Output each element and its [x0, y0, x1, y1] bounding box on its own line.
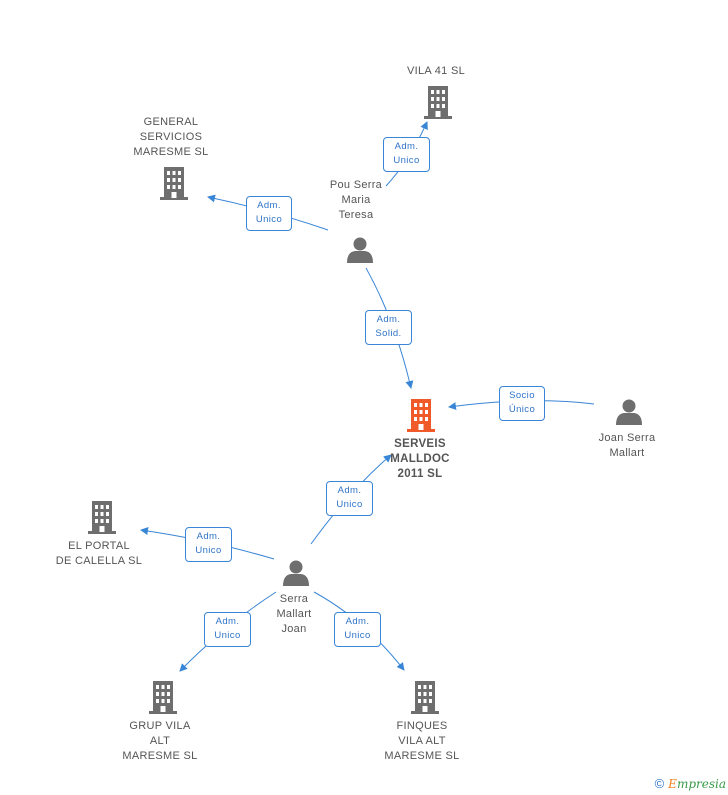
building-icon[interactable] — [422, 84, 454, 120]
brand-initial: E — [668, 777, 677, 791]
copyright-symbol: © — [654, 776, 665, 791]
relation-badge-pou-serveis[interactable]: Adm. Solid. — [365, 310, 412, 345]
person-icon[interactable] — [345, 235, 375, 265]
node-label-serra-mallart-joan[interactable]: Serra Mallart Joan — [276, 593, 312, 635]
person-icon[interactable] — [614, 397, 644, 427]
relation-badge-pou-vila41[interactable]: Adm. Unico — [383, 137, 430, 172]
building-icon[interactable] — [409, 679, 441, 715]
node-label-grup-vila-alt[interactable]: GRUP VILA ALT MARESME SL — [122, 720, 198, 762]
relation-badge-serra-portal[interactable]: Adm. Unico — [185, 527, 232, 562]
node-label-finques-vila-alt[interactable]: FINQUES VILA ALT MARESME SL — [384, 720, 460, 762]
building-icon[interactable] — [158, 165, 190, 201]
node-label-joan-serra-mallart[interactable]: Joan Serra Mallart — [598, 432, 656, 459]
building-icon[interactable] — [147, 679, 179, 715]
node-label-el-portal[interactable]: EL PORTAL DE CALELLA SL — [55, 540, 143, 567]
brand-logo: Empresia — [668, 777, 726, 791]
building-icon[interactable] — [86, 499, 118, 535]
relation-badge-pou-general[interactable]: Adm. Unico — [246, 196, 292, 231]
relation-badge-serra-grup[interactable]: Adm. Unico — [204, 612, 251, 647]
footer-brand: ©Empresia — [655, 776, 726, 791]
node-label-serveis-malldoc[interactable]: SERVEIS MALLDOC 2011 SL — [390, 438, 450, 480]
node-label-vila41[interactable]: VILA 41 SL — [406, 65, 466, 77]
person-icon[interactable] — [281, 558, 311, 588]
relation-badge-serra-finques[interactable]: Adm. Unico — [334, 612, 381, 647]
relation-badge-serra-serveis[interactable]: Adm. Unico — [326, 481, 373, 516]
relation-badge-joan-serveis[interactable]: Socio Único — [499, 386, 545, 421]
node-label-general-servicios[interactable]: GENERAL SERVICIOS MARESME SL — [133, 116, 209, 158]
building-icon-main[interactable] — [405, 397, 437, 433]
node-label-pou-serra[interactable]: Pou Serra Maria Teresa — [329, 179, 383, 221]
brand-name: mpresia — [676, 777, 726, 791]
